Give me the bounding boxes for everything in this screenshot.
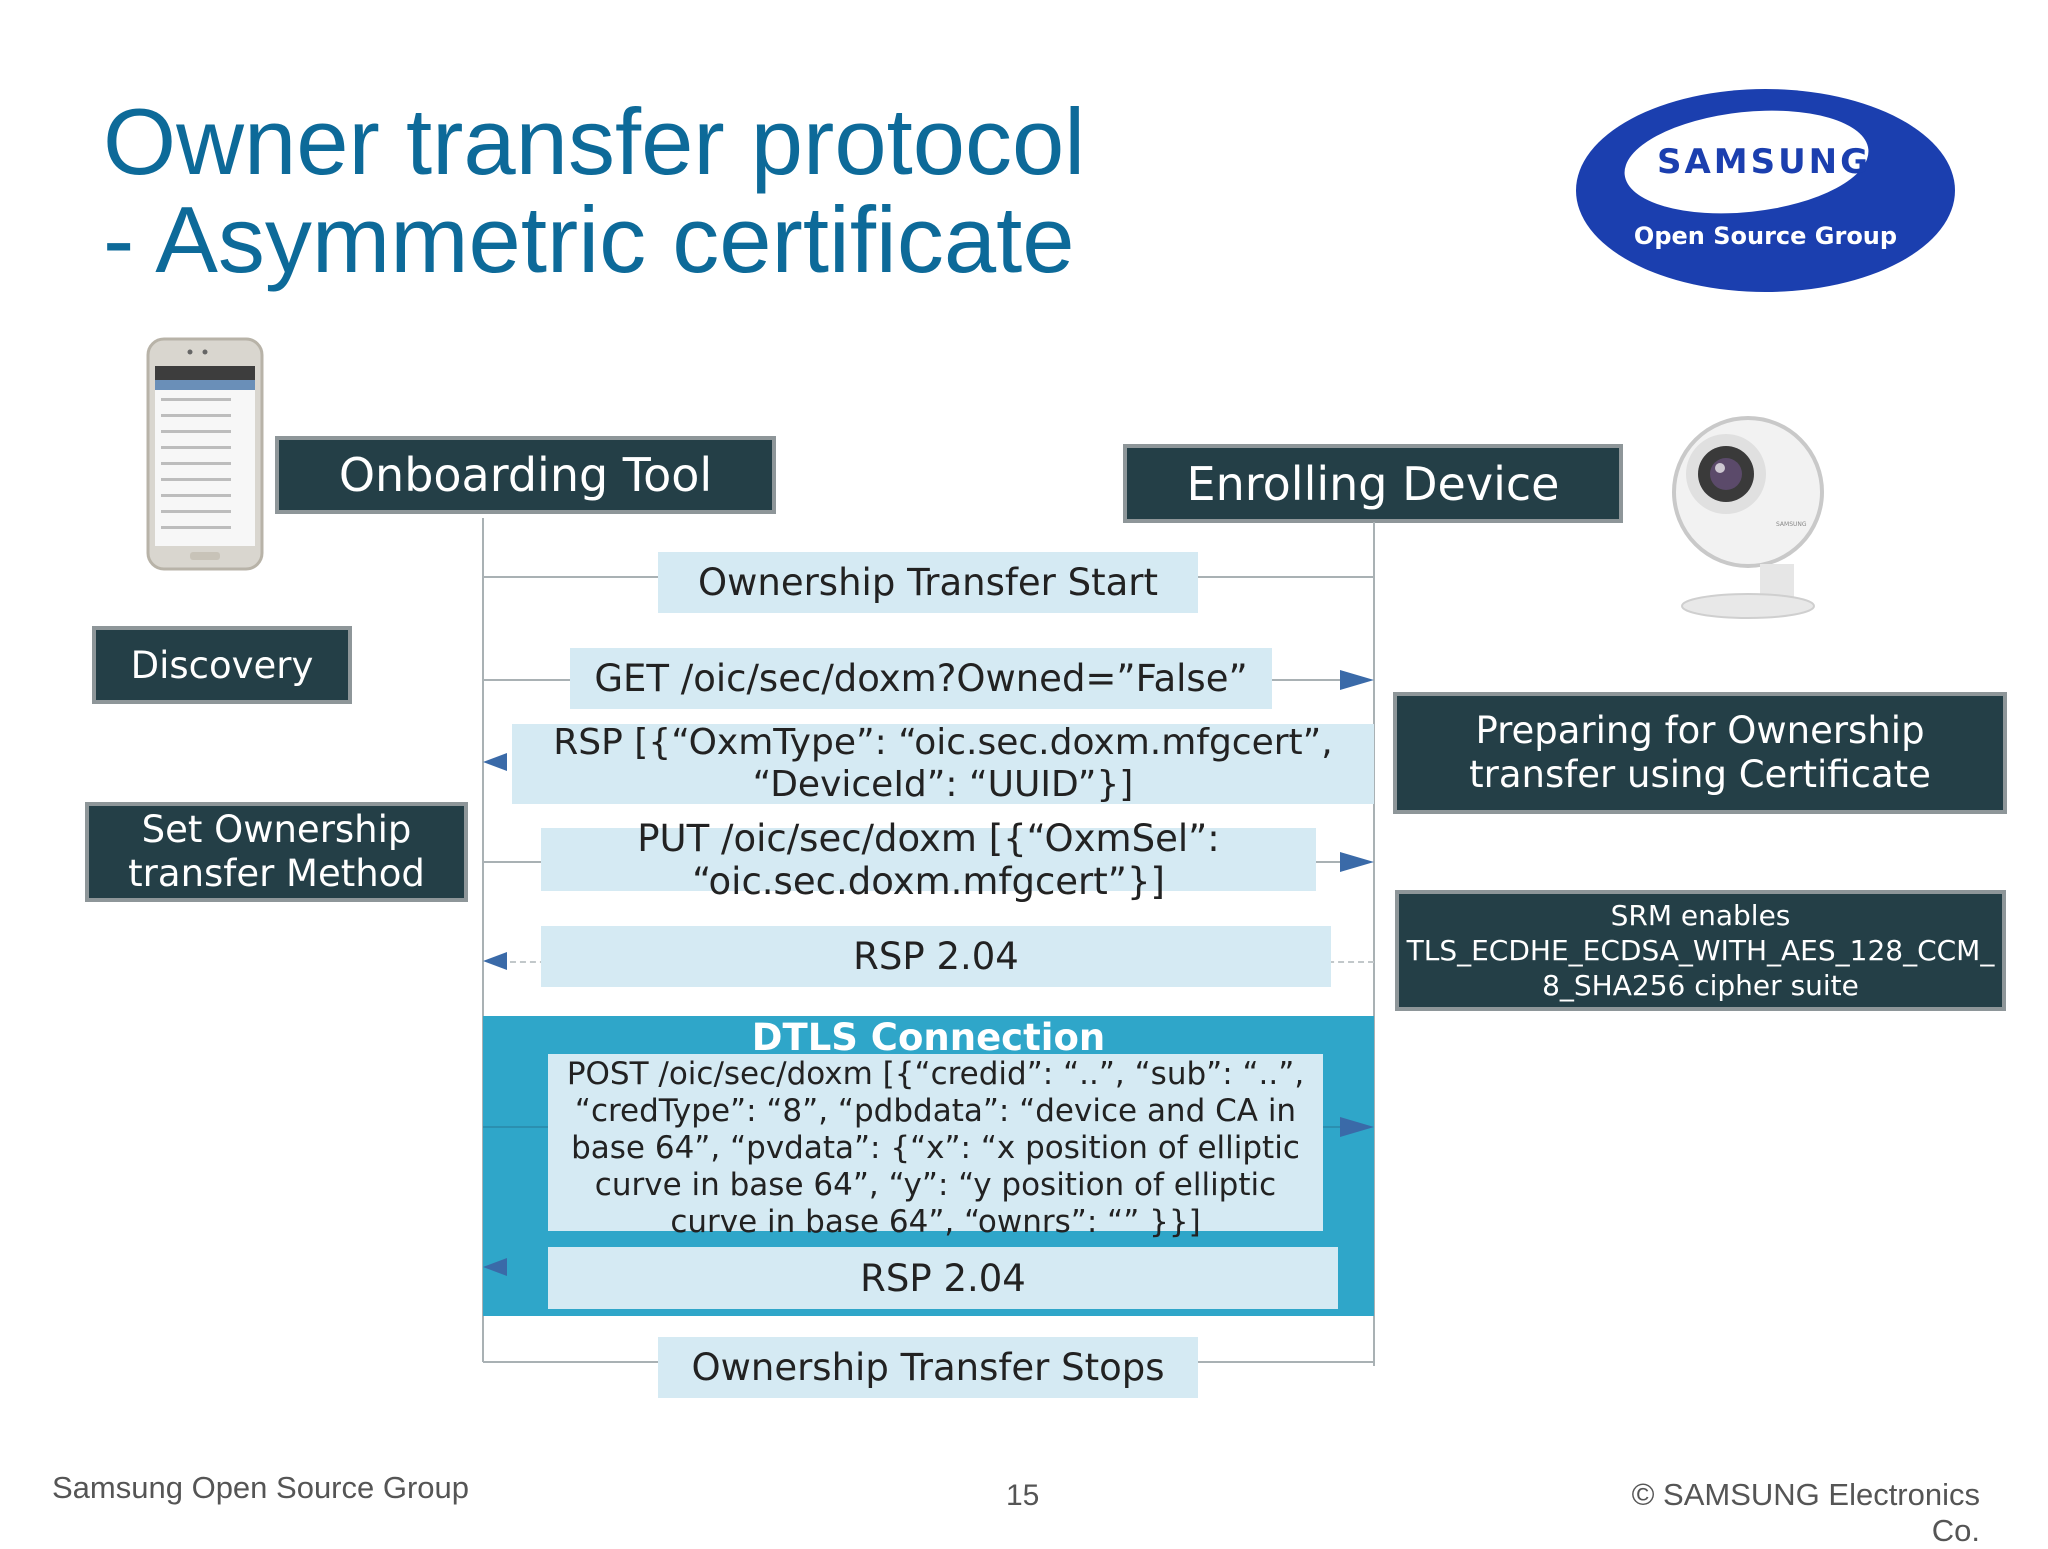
slide-title-line2: - Asymmetric certificate bbox=[103, 187, 1075, 292]
put-line1: PUT /oic/sec/doxm [{“OxmSel”: bbox=[637, 816, 1220, 860]
logo-group-text: Open Source Group bbox=[1633, 222, 1898, 250]
srm-line3: 8_SHA256 cipher suite bbox=[1542, 969, 1859, 1002]
preparing-ownership-box: Preparing for Ownership transfer using C… bbox=[1393, 692, 2007, 814]
rsp3-text: RSP 2.04 bbox=[860, 1256, 1026, 1300]
slide-title-line1: Owner transfer protocol bbox=[103, 89, 1086, 194]
rsp-oxmtype-label: RSP [{“OxmType”: “oic.sec.doxm.mfgcert”,… bbox=[512, 722, 1374, 805]
preparing-line2: transfer using Certificate bbox=[1469, 753, 1931, 796]
enrolling-device-lifeline bbox=[1373, 522, 1375, 1366]
get-arrowhead-icon bbox=[1340, 670, 1374, 690]
start-text: Ownership Transfer Start bbox=[698, 561, 1158, 604]
preparing-line1: Preparing for Ownership bbox=[1475, 709, 1925, 752]
ownership-transfer-stops-label: Ownership Transfer Stops bbox=[658, 1337, 1198, 1398]
post-line4: curve in base 64”, “y”: “y position of e… bbox=[594, 1167, 1277, 1203]
logo-brand-text: SAMSUNG bbox=[1656, 142, 1872, 182]
enrolling-device-label: Enrolling Device bbox=[1186, 456, 1560, 511]
discovery-label: Discovery bbox=[130, 643, 314, 687]
footer-right: © SAMSUNG Electronics Co. bbox=[1631, 1477, 1980, 1548]
post-line3: base 64”, “pvdata”: {“x”: “x position of… bbox=[571, 1130, 1300, 1166]
rsp2-text: RSP 2.04 bbox=[853, 935, 1019, 978]
put-oxmsel-label: PUT /oic/sec/doxm [{“OxmSel”: “oic.sec.d… bbox=[541, 817, 1316, 903]
rsp2-arrowhead-icon bbox=[483, 952, 507, 970]
dtls-connection-title: DTLS Connection bbox=[751, 1016, 1106, 1059]
set-ownership-method-box: Set Ownership transfer Method bbox=[85, 802, 468, 902]
rsp1-arrowhead-icon bbox=[483, 753, 507, 771]
set-method-line1: Set Ownership bbox=[141, 808, 412, 851]
rsp1-line1: RSP [{“OxmType”: “oic.sec.doxm.mfgcert”, bbox=[553, 722, 1333, 763]
ownership-transfer-start-label: Ownership Transfer Start bbox=[658, 552, 1198, 613]
get-text: GET /oic/sec/doxm?Owned=”False” bbox=[594, 657, 1248, 700]
rsp-204-dtls-label: RSP 2.04 bbox=[548, 1247, 1338, 1309]
post-line1: POST /oic/sec/doxm [{“credid”: “..”, “su… bbox=[566, 1056, 1305, 1092]
smartphone-icon bbox=[146, 337, 264, 571]
onboarding-tool-box: Onboarding Tool bbox=[275, 436, 776, 514]
svg-text:SAMSUNG: SAMSUNG bbox=[1776, 521, 1807, 528]
enrolling-device-box: Enrolling Device bbox=[1123, 444, 1623, 523]
slide-title: Owner transfer protocol - Asymmetric cer… bbox=[103, 93, 1103, 289]
srm-line1: SRM enables bbox=[1610, 899, 1791, 932]
get-doxm-label: GET /oic/sec/doxm?Owned=”False” bbox=[570, 648, 1272, 709]
camera-icon: SAMSUNG bbox=[1672, 416, 1824, 619]
rsp1-line2: “DeviceId”: “UUID”}] bbox=[752, 764, 1134, 805]
discovery-box: Discovery bbox=[92, 626, 352, 704]
srm-line2: TLS_ECDHE_ECDSA_WITH_AES_128_CCM_ bbox=[1406, 934, 1995, 967]
post-line5: curve in base 64”, “ownrs”: “” }}] bbox=[670, 1204, 1201, 1240]
post-arrowhead-icon bbox=[1340, 1117, 1374, 1137]
rsp-204-label: RSP 2.04 bbox=[541, 926, 1331, 987]
put-arrowhead-icon bbox=[1340, 852, 1374, 872]
stop-text: Ownership Transfer Stops bbox=[691, 1346, 1165, 1389]
put-line2: “oic.sec.doxm.mfgcert”}] bbox=[692, 859, 1165, 903]
post-doxm-credentials-label: POST /oic/sec/doxm [{“credid”: “..”, “su… bbox=[548, 1054, 1323, 1240]
set-method-line2: transfer Method bbox=[128, 852, 425, 895]
footer-left: Samsung Open Source Group bbox=[52, 1470, 470, 1505]
post-line2: “credType”: “8”, “pdbdata”: “device and … bbox=[574, 1093, 1297, 1129]
rsp3-arrowhead-icon bbox=[483, 1258, 507, 1276]
onboarding-tool-lifeline bbox=[482, 518, 484, 1362]
srm-cipher-box: SRM enables TLS_ECDHE_ECDSA_WITH_AES_128… bbox=[1395, 890, 2006, 1011]
onboarding-tool-label: Onboarding Tool bbox=[338, 448, 713, 502]
page-number: 15 bbox=[1006, 1479, 1040, 1512]
